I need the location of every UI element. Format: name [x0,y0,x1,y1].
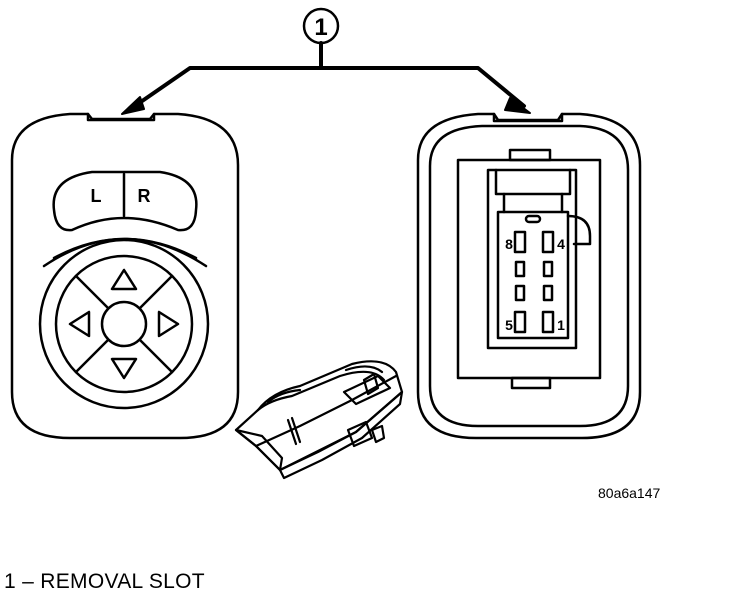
switch-front-face: L R [10,112,240,440]
callout-1: 1 [302,7,340,45]
legend-separator: – [22,570,35,593]
direction-pad-inner [54,254,194,394]
arrow-head-left-icon [121,96,145,115]
direction-pad-outer [38,238,210,410]
lr-selector-rocker [52,170,198,232]
pin-label-5: 5 [505,317,513,333]
arrow-left-icon [68,310,91,338]
arrow-head-right-icon [504,97,531,114]
pin-cavity-4 [541,230,555,254]
callout-number: 1 [314,14,327,41]
arrow-right-icon [157,310,180,338]
left-mirror-label: L [91,186,102,206]
switch-rear-connector: 8 4 5 1 [416,112,642,440]
right-mirror-label: R [138,186,151,206]
removal-slot-left [86,112,156,122]
pin-label-4: 4 [557,236,565,252]
pin-cavity-8 [513,230,527,254]
pin-cavity-1 [541,310,555,334]
arrow-down-icon [110,357,138,380]
legend-text: REMOVAL SLOT [40,570,205,593]
connector-body [456,158,602,380]
arrow-up-icon [110,268,138,291]
rear-housing [416,112,642,440]
switch-housing [10,112,240,440]
pin-label-8: 8 [505,236,513,252]
pin-cavity-5 [513,310,527,334]
pin-label-1: 1 [557,317,565,333]
connector-latch [566,214,592,246]
legend: 1 – REMOVAL SLOT [4,570,205,594]
legend-number: 1 [4,570,16,593]
switch-module-side [234,360,404,480]
removal-slot-right [492,112,564,123]
figure-id: 80a6a147 [598,485,661,501]
center-button [100,300,148,348]
leader-lines [121,41,531,115]
